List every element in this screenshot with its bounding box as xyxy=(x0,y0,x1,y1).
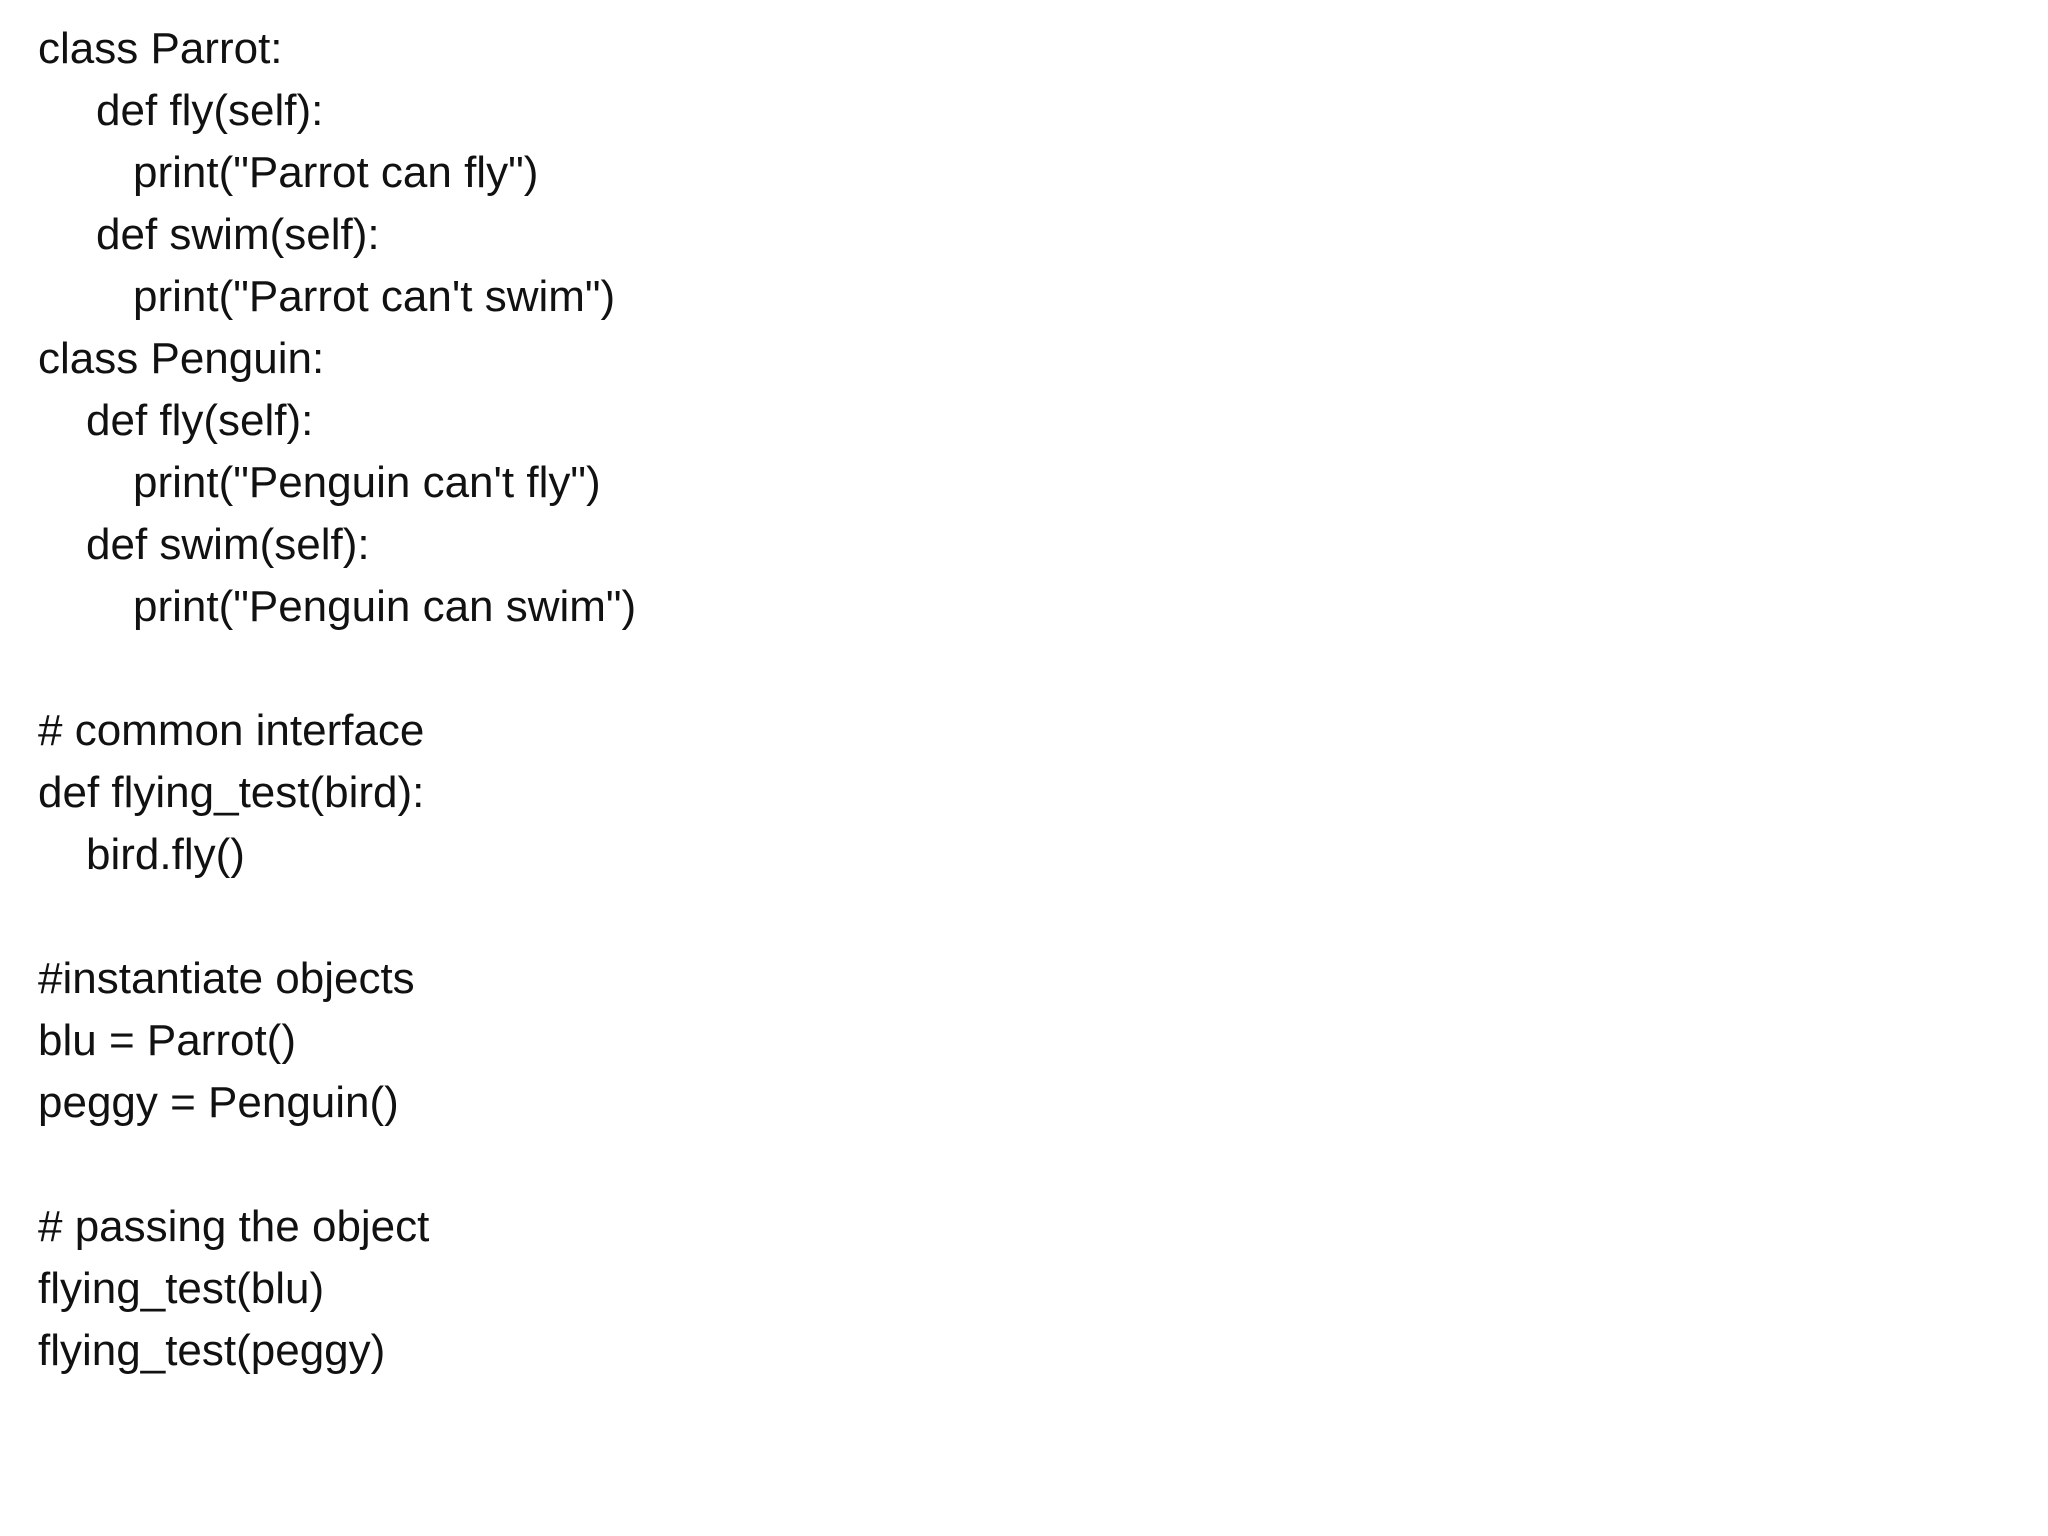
code-line-def-flying-test: def flying_test(bird): xyxy=(38,768,425,817)
code-line-penguin-print-fly: print("Penguin can't fly") xyxy=(133,458,601,507)
code-line-class-penguin: class Penguin: xyxy=(38,334,325,383)
code-line-blank xyxy=(38,1134,636,1196)
code-block: class Parrot: def fly(self): print("Parr… xyxy=(38,18,636,1382)
code-line-penguin-def-swim: def swim(self): xyxy=(86,520,370,569)
code-line-parrot-print-fly: print("Parrot can fly") xyxy=(133,148,539,197)
code-line-class-parrot: class Parrot: xyxy=(38,24,283,73)
code-line-call-peggy: flying_test(peggy) xyxy=(38,1326,386,1375)
code-line-call-blu: flying_test(blu) xyxy=(38,1264,325,1313)
code-line-parrot-print-swim: print("Parrot can't swim") xyxy=(133,272,616,321)
code-line-comment-instantiate: #instantiate objects xyxy=(38,954,415,1003)
code-line-bird-fly: bird.fly() xyxy=(86,830,245,879)
code-line-parrot-def-swim: def swim(self): xyxy=(96,210,380,259)
code-line-blu-assign: blu = Parrot() xyxy=(38,1016,296,1065)
code-line-parrot-def-fly: def fly(self): xyxy=(96,86,324,135)
code-line-blank xyxy=(38,886,636,948)
code-line-peggy-assign: peggy = Penguin() xyxy=(38,1078,399,1127)
code-line-comment-passing: # passing the object xyxy=(38,1202,430,1251)
code-line-penguin-print-swim: print("Penguin can swim") xyxy=(133,582,637,631)
code-line-penguin-def-fly: def fly(self): xyxy=(86,396,314,445)
code-line-comment-common-interface: # common interface xyxy=(38,706,425,755)
code-line-blank xyxy=(38,638,636,700)
